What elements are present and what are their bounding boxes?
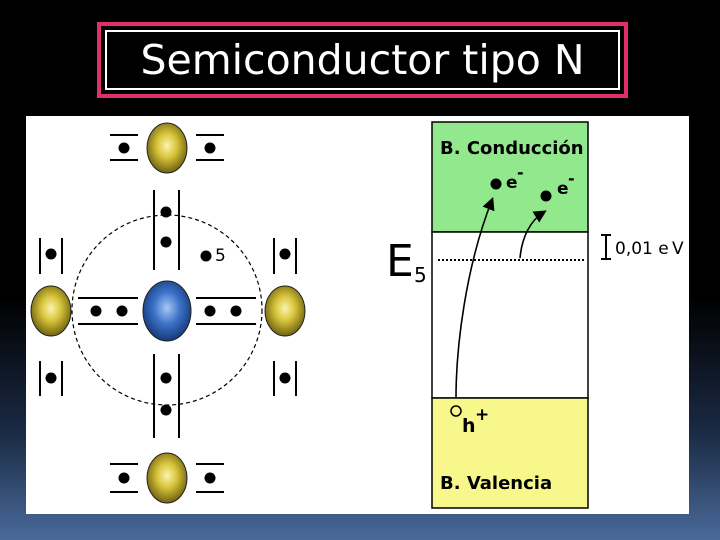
slide-title-frame: Semiconductor tipo N: [105, 30, 620, 90]
bond-center-upper: [153, 190, 180, 270]
extra-electron: [200, 250, 212, 262]
conduction-band-label: B. Conducción: [440, 138, 584, 159]
bond-top-right: [196, 134, 224, 161]
transition-arrow-valence: [455, 197, 495, 399]
band-diagram: B. Conducción B. Valencia e - e - h + E …: [386, 121, 684, 509]
bond-center-lower: [153, 354, 180, 438]
gap-energy-unit: V: [672, 239, 684, 259]
bond-bottom-right: [196, 463, 224, 493]
impurity-atom-center: [142, 280, 192, 342]
conduction-band: [431, 121, 589, 233]
extra-electron-label: 5: [215, 246, 226, 266]
electron-charge-1: -: [517, 163, 524, 182]
valence-band-label: B. Valencia: [440, 473, 552, 494]
bond-left-lower: [39, 361, 63, 396]
bond-right-upper: [273, 238, 297, 274]
electron-label-1: e: [506, 173, 518, 193]
diagram-panel: 5 B. Conducción B. Valencia e - e -: [26, 116, 689, 514]
gap-bracket: [601, 234, 611, 260]
conduction-electron-1: [490, 178, 502, 190]
bond-middle-left: [78, 297, 138, 325]
slide-title-box: Semiconductor tipo N: [97, 22, 628, 98]
lattice-atom-top: [146, 122, 188, 174]
crystal-lattice: 5: [30, 122, 306, 504]
diagram-svg: 5 B. Conducción B. Valencia e - e -: [30, 121, 684, 509]
energy-label-subscript: 5: [414, 263, 427, 287]
hole-charge: +: [475, 405, 489, 425]
bond-right-lower: [273, 361, 297, 396]
electron-label-2: e: [557, 179, 569, 199]
lattice-atom-bottom: [146, 452, 188, 504]
energy-label: E: [386, 236, 414, 287]
bond-top-left: [110, 134, 138, 161]
bond-middle-right: [196, 297, 256, 325]
conduction-electron-2: [540, 190, 552, 202]
hole: [450, 405, 462, 417]
lattice-atom-left: [30, 285, 72, 337]
bond-bottom-left: [110, 463, 138, 493]
transition-arrow-donor: [519, 210, 547, 259]
lattice-atom-right: [264, 285, 306, 337]
bond-left-upper: [39, 238, 63, 274]
hole-label: h: [462, 415, 476, 437]
electron-charge-2: -: [568, 169, 575, 188]
gap-energy-value: 0,01 e: [615, 239, 669, 259]
slide-title: Semiconductor tipo N: [140, 35, 585, 84]
band-gap: [431, 231, 589, 399]
